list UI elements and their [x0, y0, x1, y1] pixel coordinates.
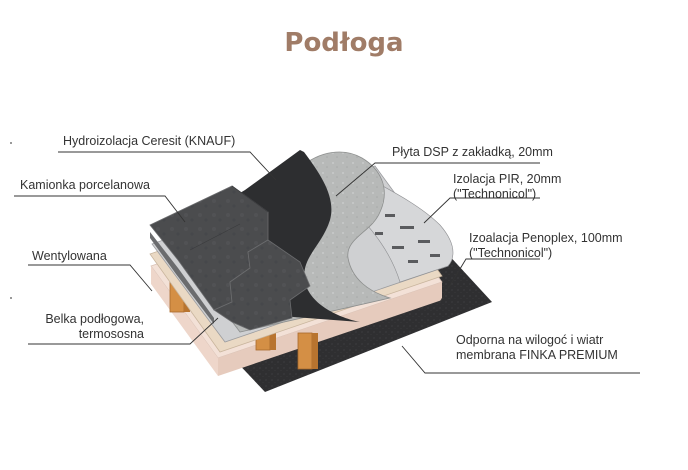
label-pir-line2: ("Technonicol") — [453, 187, 537, 201]
label-membrana-line2: membrana FINKA PREMIUM — [456, 348, 618, 362]
porcelain-tiles — [149, 185, 311, 331]
stray-mark — [10, 142, 12, 144]
label-belka: Belka podłogowa, termososna — [28, 312, 144, 342]
penoplex-layer-front — [218, 282, 442, 376]
label-pir-line1: Izolacja PIR, 20mm — [453, 172, 562, 186]
label-hydroizolacja: Hydroizolacja Ceresit (KNAUF) — [63, 134, 236, 148]
label-membrana: Odporna na wilogoć i wiatr membrana FINK… — [456, 333, 618, 363]
label-penoplex-line1: Izoalacja Penoplex, 100mm — [469, 231, 623, 245]
label-penoplex: Izoalacja Penoplex, 100mm ("Technonicol"… — [469, 231, 623, 261]
label-pir: Izolacja PIR, 20mm ("Technonicol") — [453, 172, 561, 202]
label-wentylowana: Wentylowana — [32, 249, 107, 263]
penoplex-layer-side — [151, 266, 218, 376]
label-plyta-dsp: Płyta DSP z zakładką, 20mm — [392, 145, 553, 159]
label-belka-line1: Belka podłogowa, — [45, 312, 144, 326]
label-penoplex-line2: ("Technonicol") — [469, 246, 553, 260]
label-kamionka: Kamionka porcelanowa — [20, 178, 150, 192]
stray-mark — [10, 297, 12, 299]
label-membrana-line1: Odporna na wilogoć i wiatr — [456, 333, 604, 347]
pir-foil-print — [375, 214, 440, 263]
page-title: Podłoga — [284, 28, 404, 58]
label-belka-line2: termososna — [78, 327, 144, 341]
leader-lines — [14, 151, 640, 374]
